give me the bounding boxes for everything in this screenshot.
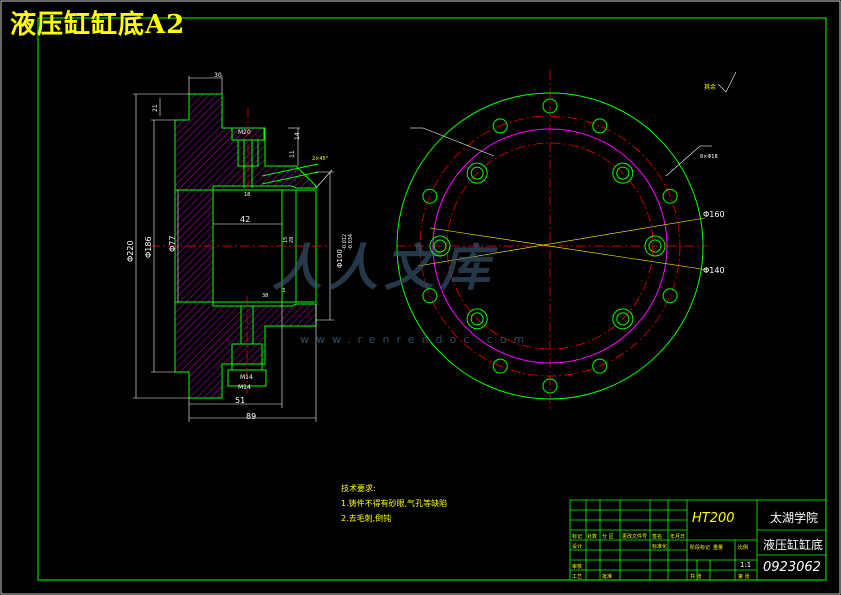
title-block-label: 工艺: [572, 574, 583, 580]
title-block-label: 共 张: [690, 574, 702, 580]
pcd-leaders: [417, 217, 709, 271]
title-block-school: 太湖学院: [770, 511, 819, 525]
dim-total-width: 89: [246, 412, 257, 421]
title-block-material: HT200: [692, 511, 735, 526]
title-block-label: 年月日: [670, 534, 686, 540]
title-block-label: 第 张: [738, 574, 750, 580]
title-block-label: 更改文件号: [622, 534, 648, 540]
dim-bore-depth: 42: [240, 215, 251, 224]
title-block-scale: 1:1: [740, 561, 752, 569]
title-block-label: 审核: [572, 564, 583, 570]
title-block-label: 阶段标记: [690, 545, 711, 551]
title-block-label: 比例: [738, 545, 749, 551]
dim-top-port: M20: [238, 129, 251, 136]
dim-inner-width: 51: [235, 396, 246, 405]
technical-note-item: 2.去毛刺,倒钝: [341, 514, 392, 523]
dim-bottom-port-2: M14: [238, 384, 251, 391]
title-block-label: 重量: [713, 545, 724, 551]
dim-top-width: 30: [214, 72, 222, 79]
end-view-hole-note: 8×Φ18: [700, 154, 718, 160]
dim-small-6: 38: [262, 293, 269, 299]
dim-small-7: 3: [282, 288, 286, 294]
outer-circle: [396, 92, 704, 400]
title-block-label: 标准化: [652, 544, 668, 550]
technical-note-item: 1.铸件不得有砂眼,气孔等缺陷: [341, 499, 448, 508]
title-block-label: 分 区: [602, 534, 614, 540]
section-dimension-lines: [133, 76, 334, 422]
watermark: 人人文库: [272, 238, 496, 297]
title-block-label: 设计: [572, 544, 583, 550]
title-block-label: 处数: [587, 534, 598, 540]
end-view-pcd-1: Φ160: [703, 210, 725, 219]
end-view-surface-note: 其余: [704, 84, 717, 91]
watermark-url: www.renrendoc.com: [300, 333, 532, 346]
title-block-drawing-number: 0923062: [763, 560, 821, 575]
technical-notes: 技术要求: 1.铸件不得有砂眼,气孔等缺陷 2.去毛刺,倒钝: [341, 481, 447, 526]
section-hatch: [174, 93, 317, 399]
end-view-pcd-2: Φ140: [703, 266, 725, 275]
dim-bottom-port: M14: [240, 374, 253, 381]
technical-notes-heading: 技术要求:: [341, 484, 376, 493]
hole-leaders: [410, 71, 737, 177]
dim-small-3: 18: [244, 192, 251, 198]
title-block-label: 批准: [602, 574, 613, 580]
inner-border: [37, 17, 827, 581]
title-block-label: 标记: [572, 534, 583, 540]
dim-chamfer: 2×45°: [312, 156, 329, 162]
title-block-label: 签名: [652, 534, 663, 540]
drawing-title: 液压缸缸底A2: [10, 10, 186, 40]
section-view: [133, 76, 334, 422]
title-block-part-name: 液压缸缸底: [763, 538, 824, 552]
section-centerlines: [150, 108, 330, 394]
